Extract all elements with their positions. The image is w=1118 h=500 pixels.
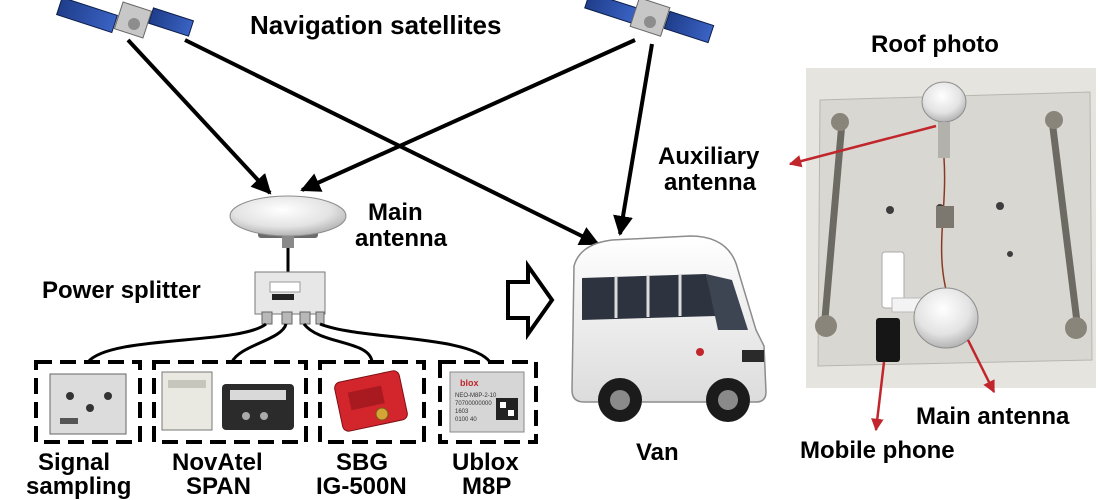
van-label: Van	[636, 439, 679, 466]
satellite-right-icon	[584, 0, 715, 44]
device-box-ublox	[438, 360, 538, 444]
power-splitter-label: Power splitter	[42, 277, 201, 304]
auxiliary-antenna-label-line1: Auxiliary	[658, 143, 760, 170]
block-arrow-icon	[506, 259, 555, 341]
signal-sampler-icon	[49, 373, 127, 435]
signal-arrows	[126, 38, 654, 246]
device-boxes	[34, 360, 538, 444]
device-box-signal-sampling	[34, 360, 142, 444]
arrow-auxiliary	[788, 124, 937, 168]
arrow-satL-to-van	[184, 38, 600, 246]
main-antenna-label-line1: Main	[368, 199, 423, 226]
auxiliary-antenna-label-line2: antenna	[664, 169, 757, 196]
power-splitter-icon	[254, 271, 326, 325]
device-label-ublox-line1: Ublox	[452, 449, 519, 476]
sbg-ig500n-icon	[334, 370, 408, 432]
device-label-sbg-line2: IG-500N	[316, 473, 407, 500]
device-label-ublox-line2: M8P	[462, 473, 511, 500]
device-label-signal-line1: Signal	[38, 449, 110, 476]
satellites-label: Navigation satellites	[250, 10, 501, 40]
device-box-novatel	[152, 360, 308, 444]
ublox-code: 1603	[455, 409, 469, 415]
main-antenna-icon	[229, 195, 347, 248]
splitter-cables	[86, 322, 492, 364]
arrow-main-antenna	[966, 339, 996, 394]
arrow-satL-to-antenna	[126, 38, 272, 195]
roof-main-antenna-label: Main antenna	[916, 403, 1070, 430]
roof-annotations	[788, 124, 996, 432]
satellite-left-icon	[56, 0, 195, 39]
ublox-serial: 70700000000	[455, 401, 492, 407]
device-label-signal-line2: sampling	[26, 473, 131, 500]
mobile-phone-label: Mobile phone	[800, 437, 955, 464]
ublox-lot: 0100 40	[455, 417, 477, 423]
ublox-brand: blox	[460, 378, 479, 388]
arrow-phone	[871, 361, 886, 432]
device-label-novatel-line2: SPAN	[186, 473, 251, 500]
arrow-satR-to-van	[613, 43, 654, 236]
device-label-sbg-line1: SBG	[336, 449, 388, 476]
roof-photo	[806, 68, 1096, 388]
roof-photo-title: Roof photo	[871, 31, 999, 58]
device-label-novatel-line1: NovAtel	[172, 449, 263, 476]
device-box-sbg	[318, 360, 426, 444]
arrow-satR-to-antenna	[300, 38, 636, 192]
van-icon	[571, 235, 767, 422]
ublox-m8p-icon: blox NEO-M8P-2-10 70700000000 1603 0100 …	[449, 371, 525, 433]
ublox-model: NEO-M8P-2-10	[455, 393, 497, 399]
main-antenna-label-line2: antenna	[355, 225, 448, 252]
novatel-span-icon	[161, 371, 294, 431]
